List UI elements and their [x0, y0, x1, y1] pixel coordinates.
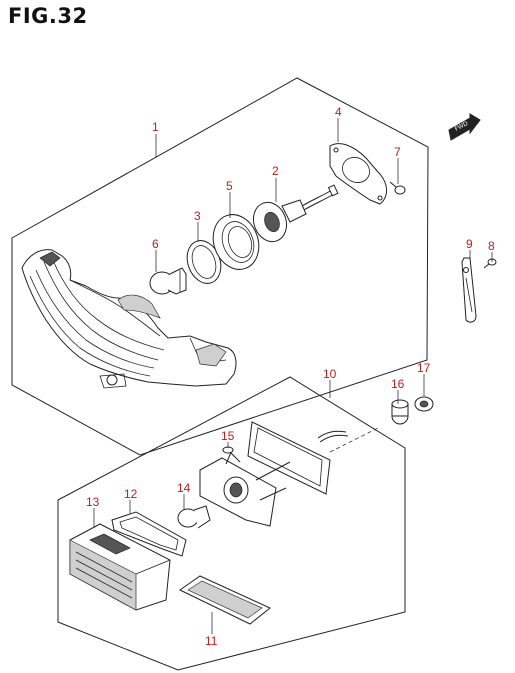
- bulb-14: [177, 505, 211, 529]
- lens-plate-11: [179, 575, 271, 625]
- callout-8: 8: [488, 239, 495, 253]
- callout-3: 3: [194, 209, 201, 223]
- tail-lamp-housing: [21, 249, 237, 389]
- grommet-16: [391, 399, 409, 425]
- figure-title: FIG.32: [8, 4, 88, 28]
- callout-13: 13: [86, 495, 100, 509]
- lower-assembly-frame: [57, 376, 406, 671]
- callout-10: 10: [323, 367, 337, 381]
- bracket-9: [461, 257, 477, 323]
- callout-11: 11: [205, 634, 218, 648]
- callout-7: 7: [394, 145, 401, 159]
- callout-5: 5: [226, 179, 233, 193]
- gasket-plate-4: [329, 143, 387, 205]
- socket-holder: [199, 449, 291, 527]
- nut-17: [414, 396, 434, 412]
- callout-15: 15: [221, 429, 235, 443]
- upper-assembly-frame: [11, 77, 429, 456]
- callout-2: 2: [272, 164, 279, 178]
- socket-ring-5: [212, 214, 260, 270]
- callout-14: 14: [177, 481, 191, 495]
- ring-gasket-3: [186, 240, 222, 284]
- license-light-base-10: [247, 421, 379, 495]
- screw-7: [389, 181, 406, 195]
- callout-16: 16: [391, 377, 405, 391]
- screw-15: [222, 446, 241, 463]
- screw-8: [483, 258, 497, 269]
- fwd-arrow-icon: FWD: [448, 113, 481, 141]
- bulb-6: [149, 267, 187, 295]
- callout-6: 6: [152, 237, 159, 251]
- callout-12: 12: [124, 487, 138, 501]
- lens-housing-13: [69, 523, 171, 611]
- callout-1: 1: [152, 120, 159, 134]
- socket-cord-2: [252, 184, 339, 243]
- callout-4: 4: [335, 105, 342, 119]
- callout-9: 9: [466, 237, 473, 251]
- callout-17: 17: [417, 361, 431, 375]
- gasket-12: [111, 511, 187, 557]
